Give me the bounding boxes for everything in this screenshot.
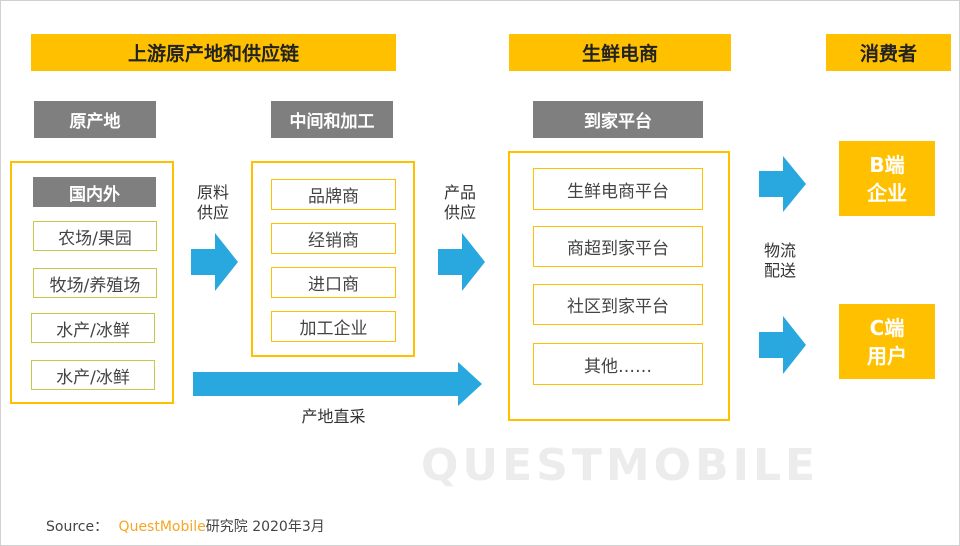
platform-frame (508, 151, 730, 421)
raw-supply-label: 原料 供应 (196, 183, 229, 222)
source-brand: QuestMobile (118, 519, 206, 535)
platform-item: 社区到家平台 (533, 284, 703, 325)
middle-item: 进口商 (271, 267, 396, 298)
origin-item: 农场/果园 (33, 221, 157, 251)
platform-item: 商超到家平台 (533, 226, 703, 267)
label-middle: 中间和加工 (271, 101, 393, 138)
product-supply-label: 产品 供应 (443, 183, 476, 222)
middle-item: 加工企业 (271, 311, 396, 342)
platform-item: 其他…… (533, 343, 703, 385)
consumer-b: B端 企业 (839, 141, 935, 216)
source-prefix: Source： (46, 519, 109, 535)
origin-item: 水产/冰鲜 (31, 313, 155, 343)
middle-item: 品牌商 (271, 179, 396, 210)
origin-frame (10, 161, 174, 404)
label-home-platform: 到家平台 (533, 101, 703, 138)
middle-frame (251, 161, 415, 357)
platform-item: 生鲜电商平台 (533, 168, 703, 210)
header-upstream: 上游原产地和供应链 (31, 34, 396, 71)
middle-item: 经销商 (271, 223, 396, 254)
origin-title: 国内外 (33, 177, 156, 207)
origin-item: 水产/冰鲜 (31, 360, 155, 390)
arrow-right-icon (438, 233, 485, 291)
header-ecommerce: 生鲜电商 (509, 34, 731, 71)
direct-sourcing-label: 产地直采 (301, 407, 366, 426)
arrow-right-icon (191, 233, 238, 291)
label-origin: 原产地 (34, 101, 156, 138)
logistics-label: 物流 配送 (763, 241, 796, 280)
source-suffix: 研究院 2020年3月 (205, 519, 325, 535)
watermark: QUESTMOBILE (421, 440, 820, 491)
header-consumer: 消费者 (826, 34, 951, 71)
consumer-c: C端 用户 (839, 304, 935, 379)
source-line: Source： QuestMobile研究院 2020年3月 (46, 516, 325, 536)
origin-item: 牧场/养殖场 (33, 268, 157, 298)
arrow-right-icon (759, 316, 806, 374)
direct-sourcing-arrow-icon (193, 362, 482, 406)
arrow-right-icon (759, 156, 806, 212)
